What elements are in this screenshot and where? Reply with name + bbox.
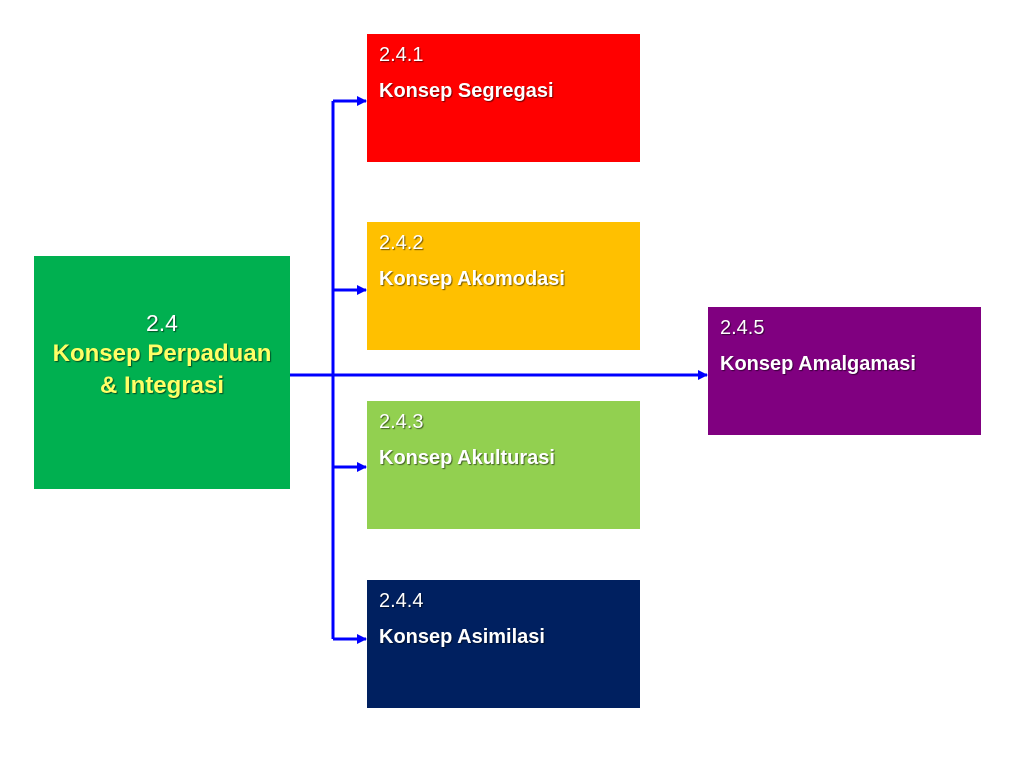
concept-box-asimilasi: 2.4.4 Konsep Asimilasi (367, 580, 640, 708)
concept-number: 2.4.4 (379, 590, 424, 612)
concept-name: Konsep Segregasi (379, 80, 554, 102)
concept-number: 2.4.5 (720, 317, 765, 339)
concept-box-akulturasi: 2.4.3 Konsep Akulturasi (367, 401, 640, 529)
concept-number: 2.4.3 (379, 411, 424, 433)
concept-name: Konsep Amalgamasi (720, 353, 916, 375)
main-concept-title: Konsep Perpaduan & Integrasi (52, 340, 272, 399)
concept-name: Konsep Akulturasi (379, 447, 555, 469)
main-concept-box: 2.4 Konsep Perpaduan & Integrasi (34, 256, 290, 489)
concept-box-segregasi: 2.4.1 Konsep Segregasi (367, 34, 640, 162)
concept-name: Konsep Asimilasi (379, 626, 545, 648)
concept-box-akomodasi: 2.4.2 Konsep Akomodasi (367, 222, 640, 350)
concept-number: 2.4.1 (379, 44, 424, 66)
main-concept-number: 2.4 (146, 310, 178, 336)
concept-box-amalgamasi: 2.4.5 Konsep Amalgamasi (708, 307, 981, 435)
concept-name: Konsep Akomodasi (379, 268, 565, 290)
concept-number: 2.4.2 (379, 232, 424, 254)
